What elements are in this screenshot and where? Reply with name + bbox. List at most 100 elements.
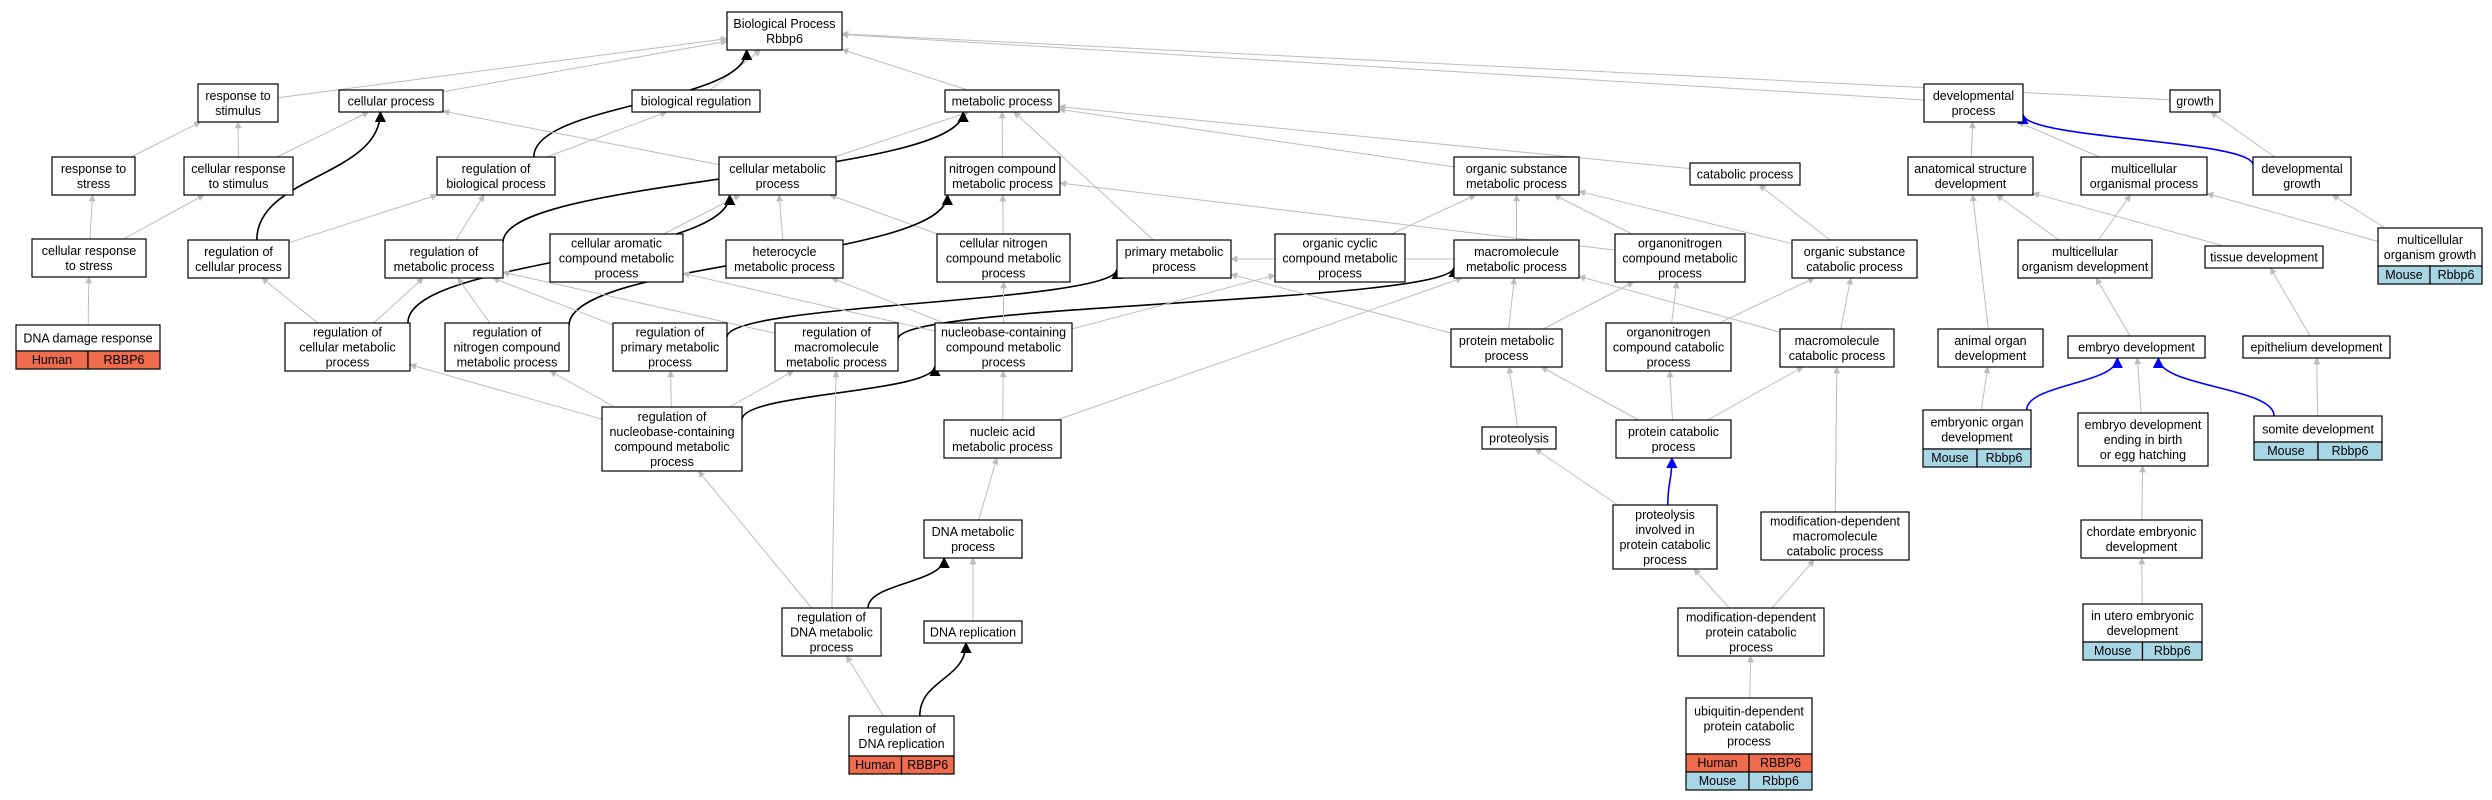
node-box: [774, 322, 899, 372]
node-label-line: or egg hatching: [2100, 448, 2186, 462]
node-label-line: catabolic process: [1787, 545, 1884, 559]
node-label-line: response to: [205, 89, 270, 103]
gene-cell: [1976, 448, 2032, 468]
node-box: [1760, 511, 1910, 561]
edge-cellmet-to-cellp: [442, 108, 720, 166]
node-label-line: macromolecule: [794, 341, 879, 355]
node-label-line: organic cyclic: [1302, 237, 1377, 251]
node-label-line: macromolecule: [1793, 530, 1878, 544]
node-box: [936, 233, 1071, 283]
node-label-line: nitrogen compound: [949, 162, 1056, 176]
node-label-line: protein catabolic: [1703, 720, 1794, 734]
node-label-line: DNA replication: [858, 737, 944, 751]
gene-cell: [2141, 641, 2203, 661]
node-label-line: multicellular: [2111, 162, 2177, 176]
node-label-line: process: [326, 356, 370, 370]
node-label-line: process: [648, 356, 692, 370]
edge-nbcmp-to-camp: [682, 271, 936, 332]
node-label-line: process: [1152, 260, 1196, 274]
edge-regdnarep-to-regdna: [845, 655, 884, 717]
edge-regmacro-to-regmet: [502, 270, 776, 334]
node-label-line: organic substance: [1804, 245, 1906, 259]
edge-tissue-to-asd: [2032, 191, 2225, 247]
node-label-line: DNA replication: [930, 626, 1016, 640]
node-label-line: catabolic process: [1697, 168, 1794, 182]
node-label-line: development: [1941, 431, 2013, 445]
node-label-line: Rbbp6: [766, 32, 803, 46]
node-label-line: metabolic process: [952, 177, 1053, 191]
node-box: [187, 239, 290, 279]
edge-regncmp-to-regmet: [457, 277, 491, 324]
node-label-line: to stress: [65, 259, 112, 273]
node-label-line: growth: [2283, 177, 2321, 191]
gene-cell: [1748, 771, 1813, 791]
edge-protmet-to-orgnmet: [1542, 281, 1635, 330]
node-label-line: in utero embryonic: [2091, 609, 2194, 623]
node-label-line: organismal process: [2090, 177, 2198, 191]
node-label-line: ubiquitin-dependent: [1694, 705, 1804, 719]
node-box: [1615, 419, 1732, 459]
node-label-line: protein catabolic: [1628, 425, 1719, 439]
node-label-line: development: [1955, 349, 2027, 363]
node-label-line: cellular aromatic: [571, 237, 662, 251]
node-box: [1689, 162, 1801, 186]
node-label-line: metabolic process: [1466, 177, 1567, 191]
edge-crstress-to-rstress: [88, 194, 96, 240]
node-label-line: developmental: [2261, 162, 2342, 176]
edge-embdev-to-mod: [2095, 277, 2131, 337]
node-box: [923, 620, 1023, 644]
node-label-line: biological process: [446, 177, 545, 191]
edge-crstim-to-cellp: [276, 111, 370, 158]
node-label-line: multicellular: [2397, 233, 2463, 247]
go-term-node-growth: growth: [2169, 89, 2221, 113]
node-label-line: animal organ: [1954, 334, 2026, 348]
node-label-line: compound metabolic: [946, 252, 1061, 266]
node-label-line: process: [756, 177, 800, 191]
node-label-line: organism development: [2022, 260, 2149, 274]
go-term-node-proteolysis: proteolysis: [1481, 426, 1557, 450]
node-label-line: process: [1485, 349, 1529, 363]
node-box: [726, 11, 843, 51]
node-label-line: regulation of: [638, 410, 707, 424]
node-box: [51, 156, 136, 196]
node-label-line: DNA metabolic: [790, 626, 873, 640]
node-label-line: regulation of: [797, 611, 866, 625]
node-box: [2242, 335, 2391, 359]
node-box: [1614, 233, 1746, 283]
node-label-line: to stimulus: [209, 177, 269, 191]
node-label-line: organonitrogen: [1626, 326, 1710, 340]
edge-regprim-to-primmet: [726, 267, 1123, 338]
edge-osmp-to-metab: [1058, 106, 1455, 168]
node-label-line: embryo development: [2085, 418, 2202, 432]
node-box: [1791, 239, 1918, 279]
go-term-node-regnb: regulation ofnucleobase-containingcompou…: [601, 406, 743, 472]
node-label-line: compound metabolic: [1622, 252, 1737, 266]
node-box: [934, 322, 1073, 372]
edge-modprot-to-moddep: [1771, 559, 1815, 609]
edge-mod-to-asd: [1996, 194, 2060, 241]
node-label-line: cellular nitrogen: [959, 237, 1047, 251]
node-label-line: compound metabolic: [946, 341, 1061, 355]
edge-occmp-to-osmp: [1391, 194, 1477, 235]
node-box: [631, 89, 761, 113]
node-box: [384, 239, 504, 279]
node-label-line: growth: [2176, 95, 2214, 109]
species-label: Human: [32, 353, 72, 367]
node-label-line: development: [2107, 624, 2179, 638]
edge-multgrowth-to-devgrowth: [2331, 194, 2386, 229]
node-label-line: nucleobase-containing: [609, 425, 734, 439]
node-box: [781, 607, 882, 657]
node-box: [1453, 156, 1580, 196]
edge-rstress-to-rstim: [130, 121, 202, 158]
node-label-line: cellular metabolic: [299, 341, 396, 355]
